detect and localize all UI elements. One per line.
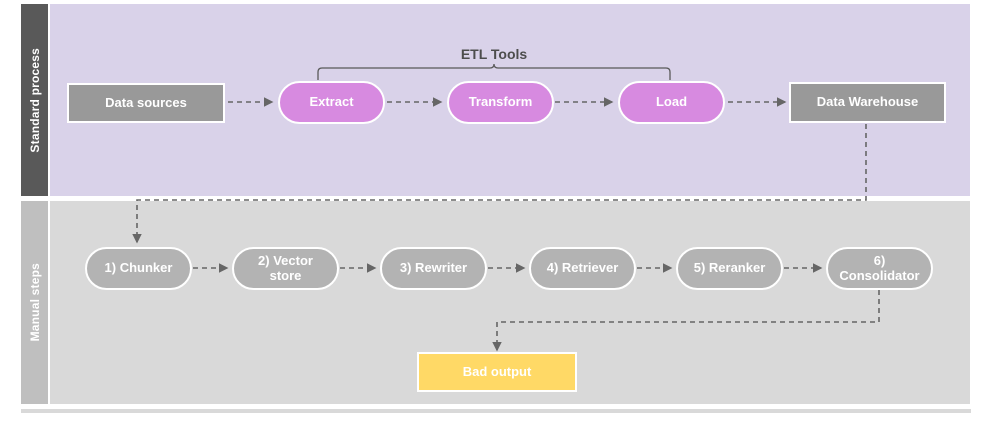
node-retriever[interactable]: 4) Retriever (529, 247, 636, 290)
node-load[interactable]: Load (618, 81, 725, 124)
node-label-retriever: 4) Retriever (546, 260, 619, 276)
node-label-data-sources: Data sources (105, 94, 187, 110)
lane-band-standard-process: Standard process (21, 4, 48, 196)
node-label-bad-output: Bad output (462, 363, 532, 379)
node-extract[interactable]: Extract (278, 81, 385, 124)
bottom-divider (21, 409, 971, 413)
etl-tools-label: ETL Tools (460, 46, 528, 62)
node-transform[interactable]: Transform (447, 81, 554, 124)
node-consolidator[interactable]: 6) Consolidator (826, 247, 933, 290)
node-label-transform: Transform (468, 94, 533, 110)
node-reranker[interactable]: 5) Reranker (676, 247, 783, 290)
node-label-rewriter: 3) Rewriter (399, 260, 468, 276)
node-label-consolidator: 6) Consolidator (839, 252, 920, 283)
node-label-data-warehouse: Data Warehouse (816, 94, 919, 110)
node-bad-output[interactable]: Bad output (417, 352, 577, 392)
node-label-reranker: 5) Reranker (693, 260, 766, 276)
node-label-chunker: 1) Chunker (104, 260, 173, 276)
lane-label-standard-process: Standard process (27, 47, 42, 153)
node-vector-store[interactable]: 2) Vector store (232, 247, 339, 290)
node-label-vector-store: 2) Vector store (258, 252, 313, 283)
node-chunker[interactable]: 1) Chunker (85, 247, 192, 290)
node-label-extract: Extract (309, 94, 354, 110)
node-rewriter[interactable]: 3) Rewriter (380, 247, 487, 290)
node-data-sources[interactable]: Data sources (67, 83, 225, 123)
lane-band-manual-steps: Manual steps (21, 201, 48, 404)
node-label-load: Load (655, 94, 688, 110)
node-data-warehouse[interactable]: Data Warehouse (789, 82, 946, 123)
lane-label-manual-steps: Manual steps (27, 263, 42, 342)
